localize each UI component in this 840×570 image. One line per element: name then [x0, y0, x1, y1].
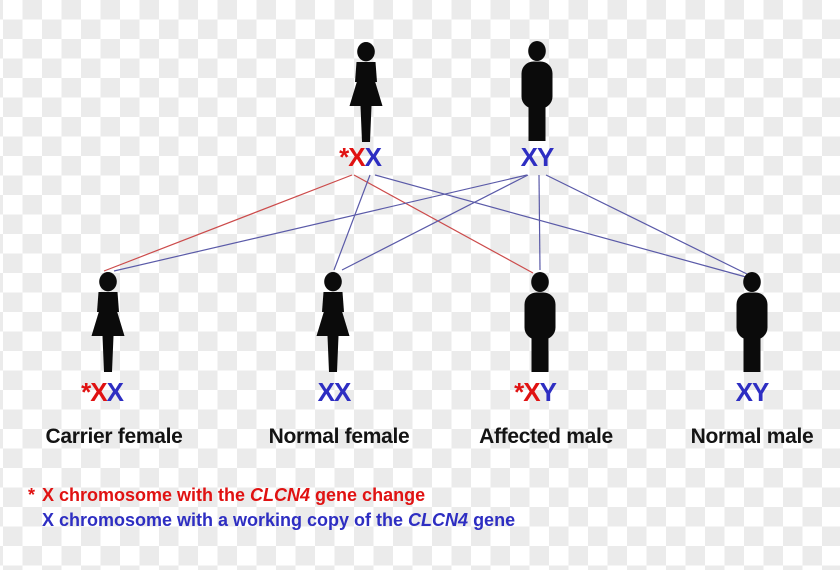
- line-mother-normal-x-to-normal-male: [374, 174, 747, 278]
- male-icon: [521, 41, 553, 141]
- line-father-x-to-carrier-female: [113, 174, 528, 272]
- legend-text: X chromosome with the: [42, 485, 251, 505]
- legend-affected-chromosome: * X chromosome with the CLCN4 gene change: [28, 483, 515, 508]
- normal-male-genotype-label: XY: [735, 377, 770, 407]
- asterisk-mark: *: [514, 377, 524, 407]
- mother-genotype-label: *XX: [339, 142, 382, 172]
- line-father-y-to-affected-male: [538, 174, 541, 271]
- male-icon: [524, 272, 556, 372]
- allele-y: Y: [537, 142, 554, 172]
- gene-name: CLCN4: [250, 485, 311, 505]
- female-icon: [349, 42, 383, 142]
- line-mother-normal-x-to-normal-female: [333, 174, 371, 271]
- allele-x-affected: X: [348, 142, 365, 172]
- line-father-y-to-normal-male: [545, 174, 752, 277]
- mother-figure: [348, 42, 384, 142]
- legend-normal-chromosome: X chromosome with a working copy of the …: [28, 508, 515, 533]
- allele-x-affected: X: [523, 377, 540, 407]
- asterisk-mark: *: [339, 142, 349, 172]
- father-figure: [519, 41, 555, 141]
- allele-x-normal: X: [735, 377, 753, 407]
- allele-x-normal: X: [520, 142, 538, 172]
- caption-normal-male: Normal male: [690, 425, 814, 448]
- father-genotype-label: XY: [520, 142, 555, 172]
- asterisk-mark: *: [81, 377, 91, 407]
- line-father-x-to-normal-female: [341, 174, 529, 271]
- allele-x-affected: X: [90, 377, 107, 407]
- allele-y: Y: [752, 377, 769, 407]
- affected-male-genotype-label: *XY: [514, 377, 557, 407]
- normal-female-genotype-label: XX: [317, 377, 352, 407]
- carrier-female-figure: [90, 272, 126, 372]
- normal-male-figure: [734, 272, 770, 372]
- allele-y: Y: [539, 377, 557, 407]
- line-mother-carrier-x-to-affected-male: [353, 174, 534, 274]
- line-mother-carrier-x-to-carrier-female: [103, 174, 353, 272]
- normal-female-figure: [315, 272, 351, 372]
- allele-x-normal: X: [334, 377, 351, 407]
- caption-normal-female: Normal female: [268, 425, 410, 448]
- female-icon: [91, 272, 125, 372]
- legend-text: X chromosome with a working copy of the: [42, 510, 409, 530]
- asterisk-mark: *: [28, 485, 36, 505]
- allele-x-normal: X: [364, 142, 382, 172]
- female-icon: [316, 272, 350, 372]
- caption-affected-male: Affected male: [479, 425, 613, 448]
- allele-x-normal: X: [106, 377, 124, 407]
- gene-name: CLCN4: [408, 510, 469, 530]
- caption-carrier-female: Carrier female: [45, 425, 183, 448]
- allele-x-normal: X: [317, 377, 335, 407]
- male-icon: [736, 272, 768, 372]
- carrier-female-genotype-label: *XX: [81, 377, 124, 407]
- affected-male-figure: [522, 272, 558, 372]
- legend-text: gene change: [310, 485, 426, 505]
- legend-text: gene: [468, 510, 516, 530]
- legend: * X chromosome with the CLCN4 gene change…: [28, 483, 515, 533]
